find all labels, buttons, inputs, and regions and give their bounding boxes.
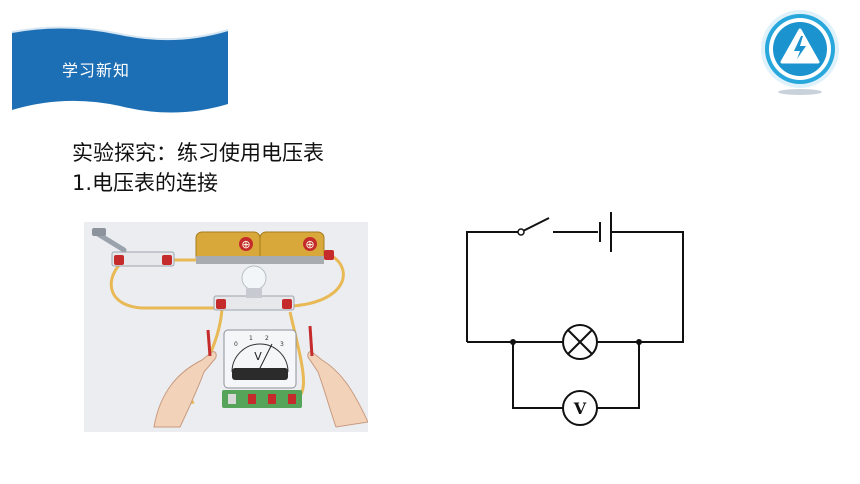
banner-shape xyxy=(11,26,229,113)
battery-symbol-1: ⊕ xyxy=(241,238,250,251)
meter-scale-0: 0 xyxy=(234,341,238,348)
meter-scale-1: 1 xyxy=(249,335,253,342)
page-title: 实验探究：练习使用电压表 xyxy=(72,141,324,165)
experiment-photo: ⊕ ⊕ V 0 1 2 3 xyxy=(84,222,369,432)
title-block: 实验探究：练习使用电压表 1.电压表的连接 xyxy=(72,138,324,198)
switch-symbol xyxy=(520,217,550,233)
voltmeter-symbol: V xyxy=(562,390,598,426)
section-banner: 学习新知 xyxy=(10,24,230,114)
battery-symbol-2: ⊕ xyxy=(305,238,314,251)
circuit-diagram: V xyxy=(455,200,695,428)
section-label: 学习新知 xyxy=(61,61,130,80)
voltmeter-label: V xyxy=(573,399,587,418)
page-subtitle: 1.电压表的连接 xyxy=(72,171,219,195)
lightning-warning-icon xyxy=(759,8,841,96)
meter-unit-label: V xyxy=(254,350,262,363)
meter-scale-2: 2 xyxy=(265,335,269,342)
lamp-symbol xyxy=(562,324,598,360)
meter-scale-3: 3 xyxy=(280,341,284,348)
